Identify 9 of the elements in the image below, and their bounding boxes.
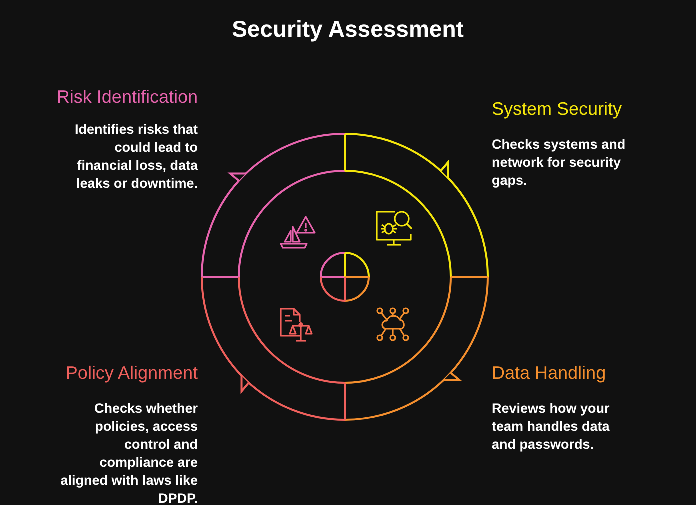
section-description: Checks systems and network for security gaps.	[492, 136, 627, 190]
section-heading: Risk Identification	[56, 87, 198, 108]
section-heading: Policy Alignment	[64, 363, 198, 384]
section-heading: Data Handling	[492, 363, 608, 384]
diagram-title: Security Assessment	[231, 16, 465, 43]
section-description: Identifies risks that could lead to financial loss, data leaks or downtime.	[74, 121, 198, 193]
section-heading: System Security	[492, 99, 624, 120]
section-description: Checks whether policies, access control and compliance are aligned with laws like DPDP.	[60, 400, 198, 505]
section-description: Reviews how your team handles data and passwords.	[492, 400, 611, 454]
